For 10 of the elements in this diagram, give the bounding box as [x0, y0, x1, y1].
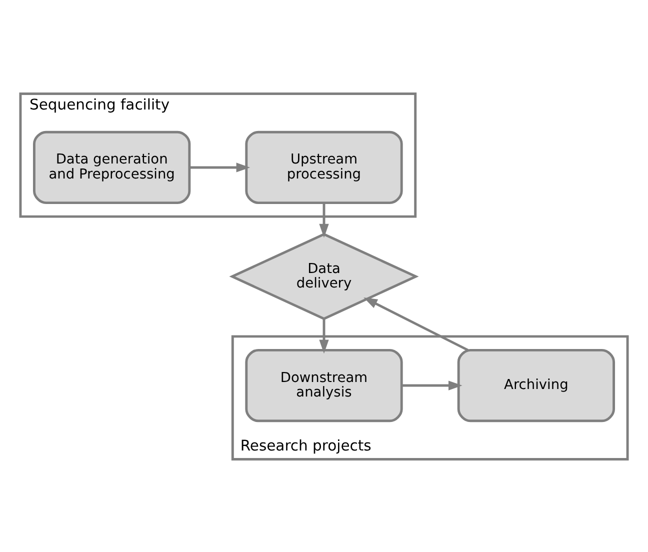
node-box: Upstream processing [245, 130, 403, 204]
node-box: Downstream analysis [245, 348, 403, 422]
arrow [319, 202, 329, 238]
arrow [319, 318, 329, 354]
node-box: Data generation and Preprocessing [32, 130, 191, 204]
arrow [402, 380, 462, 390]
arrow [364, 296, 468, 351]
node-box: Archiving [457, 348, 616, 422]
arrow [190, 162, 250, 172]
node-diamond: Data delivery [229, 232, 419, 320]
